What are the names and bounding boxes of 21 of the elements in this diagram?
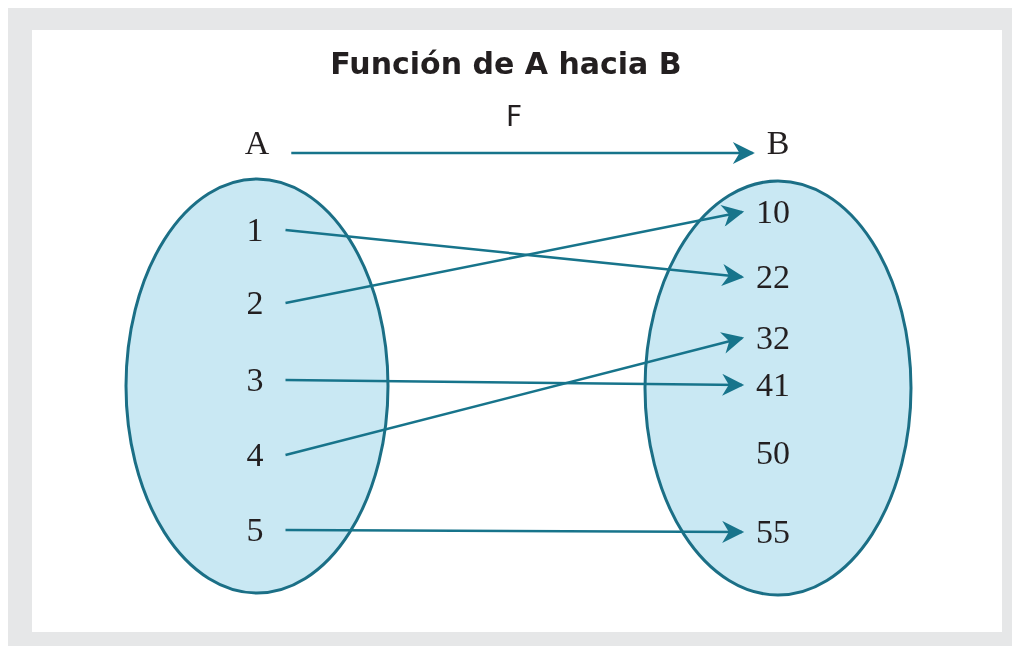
element-label: 41 bbox=[756, 368, 790, 402]
arrow bbox=[285, 520, 745, 543]
arrow bbox=[285, 373, 745, 396]
element-label: 2 bbox=[246, 286, 264, 320]
arrow bbox=[291, 142, 755, 164]
arrow bbox=[285, 228, 745, 286]
edge-label: F bbox=[505, 103, 522, 131]
element-label: 32 bbox=[756, 321, 790, 355]
diagram-title: Función de A hacia B bbox=[329, 46, 683, 81]
element-label: 22 bbox=[756, 260, 790, 294]
element-label: 1 bbox=[246, 213, 264, 247]
element-label: 3 bbox=[246, 363, 264, 397]
element-label: 55 bbox=[756, 515, 790, 549]
element-label: 5 bbox=[246, 513, 264, 547]
arrow bbox=[285, 205, 745, 305]
element-label: 50 bbox=[756, 436, 790, 470]
set-label: A bbox=[244, 124, 270, 162]
arrow bbox=[285, 332, 745, 457]
element-label: 10 bbox=[756, 195, 790, 229]
element-label: 4 bbox=[246, 438, 264, 472]
set-label: B bbox=[766, 124, 790, 162]
